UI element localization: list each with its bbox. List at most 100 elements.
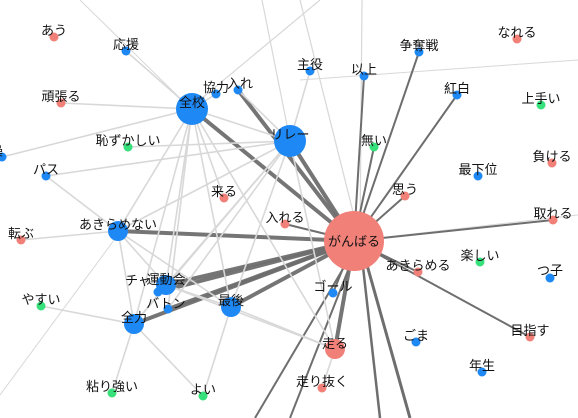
edge-relay-saigo xyxy=(230,140,291,308)
node-label-chance: チャ xyxy=(125,274,151,289)
edge-saigo-hashiru xyxy=(230,306,336,350)
node-nensei[interactable] xyxy=(477,367,487,377)
node-soudatsusen[interactable] xyxy=(414,47,424,57)
node-label-korobu: 転ぶ xyxy=(8,227,34,242)
node-label-jouzu: 上手い xyxy=(521,92,560,107)
edge-zenryoku-nebarizuyoi xyxy=(111,323,135,394)
node-label-zenryoku: 全力 xyxy=(121,310,147,326)
edge-relay-baton xyxy=(167,140,291,310)
node-label-hashiru: 走る xyxy=(322,337,348,352)
node-label-kuru: 来る xyxy=(211,185,237,200)
node-label-kyoryoku: 協力 xyxy=(203,81,229,96)
node-label-tanoshii: 楽しい xyxy=(460,248,499,264)
edge-ganbaru-toreru xyxy=(353,219,554,242)
edge-ganbaru-chance xyxy=(156,239,356,294)
node-ganbareru[interactable] xyxy=(56,98,66,108)
node-relay[interactable] xyxy=(274,125,306,157)
node-hashiru[interactable] xyxy=(325,339,345,359)
node-ireru[interactable] xyxy=(280,219,290,229)
edge-zenko-saigo xyxy=(191,108,232,308)
node-yasui[interactable] xyxy=(36,301,46,311)
node-label-hazukashii: 恥ずかしい xyxy=(95,134,160,149)
edge-offcanvas xyxy=(299,59,578,81)
edge-offcanvas xyxy=(299,0,361,241)
edge-relay-hazukashii xyxy=(127,140,291,148)
edge-ganbareru-zenko xyxy=(60,102,193,110)
node-label-ire: 入れ xyxy=(227,77,253,92)
edge-offcanvas xyxy=(358,239,412,418)
node-label-ireru: 入れる xyxy=(265,211,304,226)
edge-akiramenai-pass xyxy=(45,175,119,232)
node-pass[interactable] xyxy=(41,171,51,181)
node-saigo[interactable] xyxy=(221,297,241,317)
node-yoi[interactable] xyxy=(198,391,208,401)
node-makeru[interactable] xyxy=(547,158,557,168)
node-label-au: あう xyxy=(41,24,67,39)
edge-zenko-hashiru xyxy=(191,108,336,350)
edge-zenko-undokai xyxy=(165,108,193,286)
edge-zenko-akiramenai xyxy=(117,108,193,232)
node-hazukashii[interactable] xyxy=(123,142,133,152)
node-ijo[interactable] xyxy=(359,71,369,81)
node-taiso[interactable] xyxy=(0,152,7,162)
edge-ganbaru-mezasu xyxy=(353,240,531,338)
node-label-yasui: やすい xyxy=(21,293,60,308)
node-nai[interactable] xyxy=(369,142,379,152)
node-chance[interactable] xyxy=(153,287,163,297)
node-zenko[interactable] xyxy=(176,93,208,125)
node-tanoshii[interactable] xyxy=(475,257,485,267)
node-hashirinuku[interactable] xyxy=(317,383,327,393)
node-baton[interactable] xyxy=(163,304,173,314)
node-zenryoku[interactable] xyxy=(124,314,144,334)
edge-zenryoku-yoi xyxy=(133,323,204,397)
node-kuru[interactable] xyxy=(219,193,229,203)
node-label-relay: リレー xyxy=(270,128,309,143)
node-shuyaku[interactable] xyxy=(305,66,315,76)
node-mezasu[interactable] xyxy=(525,332,535,342)
node-label-kouhaku: 紅白 xyxy=(444,81,470,97)
edge-offcanvas xyxy=(358,239,382,418)
node-label-ganbareru: 頑張る xyxy=(41,90,80,105)
node-label-zenko: 全校 xyxy=(179,95,205,111)
edge-pass-relay xyxy=(45,140,291,177)
node-au[interactable] xyxy=(49,32,59,42)
node-label-akiramenai: あきらめない xyxy=(79,218,157,233)
node-goal[interactable] xyxy=(328,288,338,298)
node-label-nareru: なれる xyxy=(497,26,536,41)
node-layer xyxy=(0,32,558,401)
node-jouzu[interactable] xyxy=(536,100,546,110)
node-label-toreru: 取れる xyxy=(533,207,572,222)
node-nebarizuyoi[interactable] xyxy=(107,388,117,398)
node-label-tsuko: つ子 xyxy=(537,264,563,279)
edge-offcanvas xyxy=(0,231,121,396)
node-tsuko[interactable] xyxy=(545,273,555,283)
node-saikai[interactable] xyxy=(473,171,483,181)
node-label-nebarizuyoi: 粘り強い xyxy=(86,380,138,395)
node-label-undokai: 運動会 xyxy=(146,273,185,288)
node-label-soudatsusen: 争奪戦 xyxy=(399,38,438,54)
node-label-baton: バトン xyxy=(146,297,185,312)
edge-ganbaru-soudatsusen xyxy=(353,51,420,242)
node-ganbaru[interactable] xyxy=(324,211,384,271)
node-oen[interactable] xyxy=(121,46,131,56)
node-akiramenai[interactable] xyxy=(108,221,128,241)
node-akirameru[interactable] xyxy=(413,267,423,277)
edge-zenko-relay xyxy=(191,108,291,142)
edge-offcanvas xyxy=(189,0,321,109)
edge-offcanvas xyxy=(261,0,291,141)
node-kouhaku[interactable] xyxy=(452,90,462,100)
node-toreru[interactable] xyxy=(548,215,558,225)
node-label-ijo: 以上 xyxy=(351,63,377,78)
node-kyoryoku[interactable] xyxy=(211,89,221,99)
edge-relay-akiramenai xyxy=(117,140,291,232)
node-goma[interactable] xyxy=(411,337,421,347)
node-nareru[interactable] xyxy=(512,34,522,44)
node-korobu[interactable] xyxy=(16,235,26,245)
edge-zenko-baton xyxy=(167,108,193,310)
node-label-yoi: よい xyxy=(190,383,216,398)
label-layer: がんばる全校リレーあきらめない運動会チャバトン最後全力走るゴール協力入れあう応援… xyxy=(0,24,573,398)
node-omou[interactable] xyxy=(400,191,410,201)
node-ire[interactable] xyxy=(233,85,243,95)
node-label-akirameru: あきらめる xyxy=(385,259,450,274)
